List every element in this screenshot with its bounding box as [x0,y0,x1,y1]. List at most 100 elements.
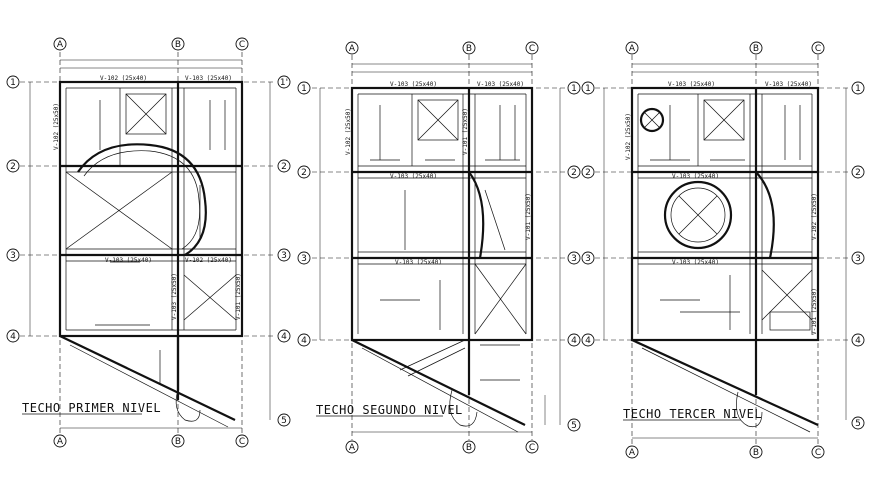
svg-text:3: 3 [10,251,16,261]
axis-bubble-c-bottom: C [525,440,539,454]
axis-bubble-1-right: 1 [851,81,865,95]
beam-label: V-101 (25x50) [811,288,818,335]
svg-text:1: 1 [10,78,16,88]
beam-label: V-103 (25x40) [477,81,524,88]
svg-text:B: B [466,44,472,54]
beam-label: V-102 (25x40) [100,75,147,82]
svg-text:C: C [815,448,821,458]
beam-label: V-103 (25x40) [672,259,719,266]
svg-text:4: 4 [585,336,591,346]
svg-text:3: 3 [281,251,287,261]
beam-label: V-103 (25x40) [105,257,152,264]
svg-text:4: 4 [281,332,287,342]
axis-bubble-b-bottom: B [749,445,763,459]
axis-bubble-1-left: 1 [297,81,311,95]
svg-text:B: B [175,40,181,50]
beam-label: V-103 (25x40) [395,259,442,266]
axis-bubble-1-right: 1 [567,81,581,95]
svg-text:A: A [57,40,64,50]
axis-bubble-c-bottom: C [235,434,249,448]
axis-bubble-b-top: B [462,41,476,55]
axis-bubble-b-top: B [171,37,185,51]
svg-text:3: 3 [585,254,591,264]
reinforcement-marks [95,100,226,326]
axis-bubble-a-top: A [625,41,639,55]
beam-label: V-103 (25x40) [672,173,719,180]
axis-bubble-b-bottom: B [462,440,476,454]
svg-text:4: 4 [855,336,861,346]
svg-text:2: 2 [571,168,577,178]
plan-title: TECHO PRIMER NIVEL [22,401,161,415]
beam-label: V-103 (25x40) [765,81,812,88]
svg-text:2: 2 [855,168,861,178]
axis-bubble-3-left: 3 [581,251,595,265]
svg-text:C: C [239,437,245,447]
axis-bubble-2-right: 2 [567,165,581,179]
svg-text:C: C [239,40,245,50]
svg-text:A: A [629,448,636,458]
svg-text:3: 3 [571,254,577,264]
axis-bubble-3-right: 3 [567,251,581,265]
round-opening-large [663,180,733,250]
svg-text:A: A [349,443,356,453]
axis-bubble-2-left: 2 [6,159,20,173]
axis-bubble-3-left: 3 [6,248,20,262]
svg-text:4: 4 [571,336,577,346]
beam-label: V-103 (25x50) [171,273,178,320]
axis-bubble-a-bottom: A [345,440,359,454]
axis-bubble-2-left: 2 [581,165,595,179]
beam-outline [58,80,244,390]
axis-bubble-5-right: 5 [567,418,581,432]
svg-text:B: B [753,44,759,54]
svg-text:1: 1 [571,84,577,94]
axis-bubble-3-left: 3 [297,251,311,265]
beam-label: V-101 (25x50) [525,193,532,240]
svg-text:2: 2 [301,168,307,178]
axis-bubble-c-top: C [811,41,825,55]
axis-bubble-1-left: 1 [6,75,20,89]
axis-bubble-c-top: C [525,41,539,55]
svg-text:1': 1' [280,78,288,88]
axis-bubble-a-top: A [53,37,67,51]
axis-bubble-2-left: 2 [297,165,311,179]
svg-text:1: 1 [855,84,861,94]
axis-bubble-a-bottom: A [53,434,67,448]
plan-segundo-nivel: V-103 (25x40) V-103 (25x40) V-103 (25x40… [297,41,581,454]
svg-text:2: 2 [585,168,591,178]
svg-text:C: C [529,44,535,54]
beam-label: V-101 (25x50) [235,273,242,320]
beam-label: V-102 (25x50) [625,113,632,160]
axis-bubble-a-bottom: A [625,445,639,459]
svg-text:1: 1 [301,84,307,94]
axis-bubble-1-right: 1' [277,75,291,89]
beam-label: V-103 (25x40) [185,75,232,82]
beam-outline [630,86,820,395]
beam-label: V-101 (25x50) [462,108,469,155]
axis-bubble-b-top: B [749,41,763,55]
beam-label: V-103 (25x40) [390,81,437,88]
axis-bubble-c-top: C [235,37,249,51]
svg-text:B: B [466,443,472,453]
lower-diagonal [59,335,236,428]
axis-bubble-4-right: 4 [567,333,581,347]
lower-diagonal [631,311,819,433]
axis-bubble-2-right: 2 [851,165,865,179]
axis-bubble-a-top: A [345,41,359,55]
reinforcement-marks [650,105,801,330]
axis-bubble-3-right: 3 [851,251,865,265]
svg-text:A: A [57,437,64,447]
plan-primer-nivel: V-102 (25x40) V-103 (25x40) V-103 (25x40… [6,37,291,448]
reinforcement-marks [370,105,520,330]
beam-outline [350,86,534,395]
svg-text:3: 3 [301,254,307,264]
lower-diagonal [351,339,526,433]
beam-label: V-102 (25x50) [345,108,352,155]
axis-bubble-4-left: 4 [6,329,20,343]
svg-text:B: B [753,448,759,458]
svg-text:5: 5 [571,421,577,431]
svg-text:5: 5 [855,419,861,429]
svg-text:5: 5 [281,416,287,426]
axis-bubble-2-right: 2 [277,159,291,173]
dimension-lines [603,63,847,439]
